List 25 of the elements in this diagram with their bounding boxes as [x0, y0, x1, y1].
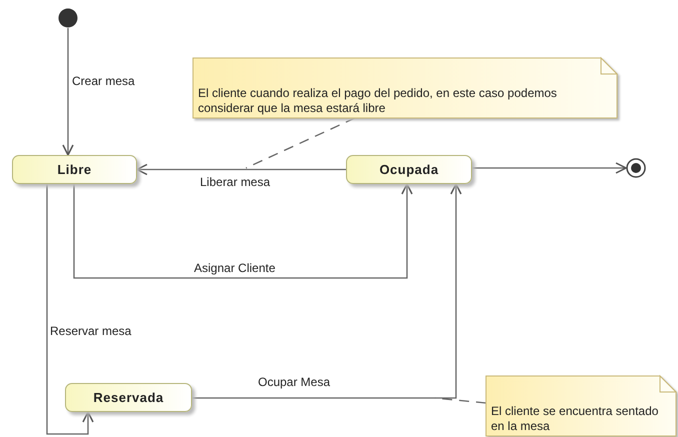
final-state: [626, 158, 646, 178]
note: [193, 58, 617, 118]
edge-label: Crear mesa: [70, 74, 137, 88]
note: [486, 376, 676, 436]
state-name: Ocupada: [379, 162, 439, 177]
transition-arrow: [46, 184, 94, 435]
note-text: El cliente cuando realiza el pago del pedido, en este caso podemos considerar que la mesa estará libre: [198, 86, 558, 116]
state-name: Reservada: [93, 390, 164, 405]
note-text: El cliente se encuentra sentado en la mesa: [491, 404, 660, 434]
edge-label: Reservar mesa: [48, 324, 134, 338]
transition-arrow: [62, 28, 74, 156]
initial-state: [58, 8, 78, 28]
edge-label: Ocupar Mesa: [256, 375, 332, 389]
state-box: [12, 155, 137, 184]
edge-label: Asignar Cliente: [192, 261, 278, 275]
state-name: Libre: [57, 162, 92, 177]
leader-line: [434, 397, 486, 404]
state-box: [346, 155, 472, 184]
transition-arrow: [192, 183, 462, 399]
edge-label: Liberar mesa: [198, 175, 272, 189]
state-box: [65, 383, 192, 412]
leader-line: [246, 117, 356, 169]
transition-arrow: [472, 162, 627, 174]
transition-arrow: [136, 164, 346, 176]
transition-arrow: [73, 183, 413, 279]
